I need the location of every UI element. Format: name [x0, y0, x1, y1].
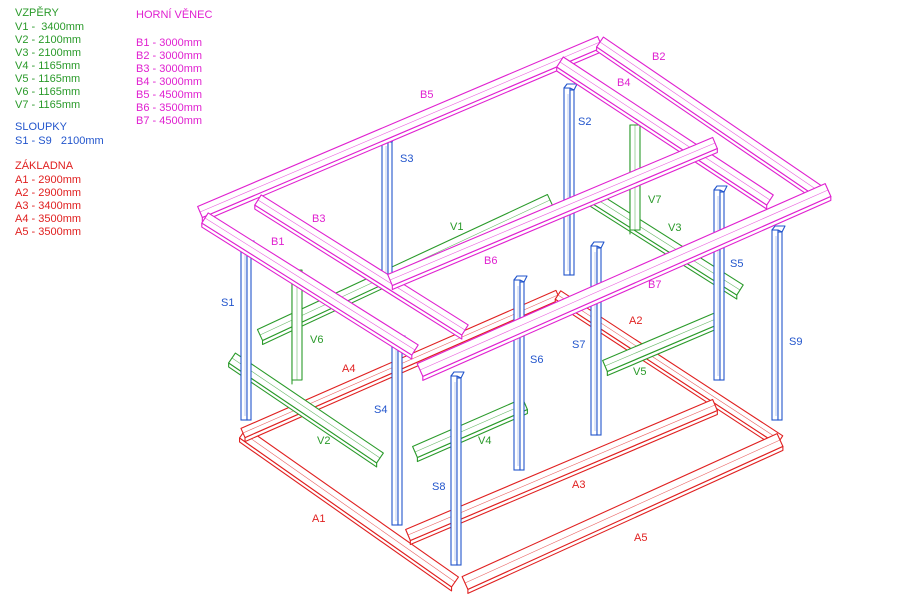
- label-s1: S1: [221, 297, 234, 309]
- brace-v2: [228, 352, 384, 468]
- legend-zakladna-item: A3 - 3400mm: [15, 200, 82, 212]
- top-beam-b1: [201, 212, 419, 360]
- label-a2: A2: [629, 315, 642, 327]
- label-a3: A3: [572, 479, 585, 491]
- label-v6: V6: [310, 334, 323, 346]
- legend-vzpery-item: V7 - 1165mm: [15, 99, 81, 111]
- label-v7: V7: [648, 194, 661, 206]
- legend-sloupky-title: SLOUPKY: [15, 121, 67, 133]
- legend-zakladna-item: A4 - 3500mm: [15, 213, 82, 225]
- legend-horni-venec-item: B3 - 3000mm: [136, 63, 203, 75]
- legend-vzpery-item: V5 - 1165mm: [15, 73, 81, 85]
- label-v5: V5: [633, 366, 646, 378]
- post-s1: [240, 240, 255, 421]
- base-beam-a5: [461, 433, 784, 594]
- label-s6: S6: [530, 354, 543, 366]
- legend-zakladna-item: A2 - 2900mm: [15, 187, 82, 199]
- label-s7: S7: [572, 339, 585, 351]
- top-beam-b5: [197, 35, 603, 223]
- label-b7: B7: [648, 279, 661, 291]
- legend-horni-venec-item: B7 - 4500mm: [136, 115, 203, 127]
- legend-horni-venec-item: B1 - 3000mm: [136, 37, 203, 49]
- legend-sloupky: SLOUPKY S1 - S9 2100mm: [15, 121, 104, 148]
- label-b5: B5: [420, 89, 433, 101]
- legend-horni-venec-item: B6 - 3500mm: [136, 102, 203, 114]
- label-a5: A5: [634, 532, 647, 544]
- legend-horni-venec-item: B4 - 3000mm: [136, 76, 203, 88]
- label-v3: V3: [668, 222, 681, 234]
- post-s9: [771, 225, 786, 421]
- label-s4: S4: [374, 404, 387, 416]
- label-s8: S8: [432, 481, 445, 493]
- posts-group: [240, 83, 786, 566]
- label-b1: B1: [271, 236, 284, 248]
- top-beam-b3: [254, 194, 469, 340]
- legend-horni-venec-title: HORNÍ VĚNEC: [136, 9, 213, 21]
- base-beam-a1: [238, 427, 460, 592]
- legend-zakladna-item: A1 - 2900mm: [15, 174, 82, 186]
- label-b3: B3: [312, 213, 325, 225]
- legend-horni-venec-item: B2 - 3000mm: [136, 50, 203, 62]
- label-b6: B6: [484, 255, 497, 267]
- label-a4: A4: [342, 363, 355, 375]
- label-v1: V1: [450, 221, 463, 233]
- label-v4: V4: [478, 435, 491, 447]
- legend-sloupky-item: S1 - S9 2100mm: [15, 135, 104, 147]
- legend-horni-venec-item: B5 - 4500mm: [136, 89, 203, 101]
- label-a1: A1: [312, 513, 325, 525]
- post-s7: [590, 241, 605, 436]
- post-s3: [381, 135, 396, 281]
- top-ring-group: [197, 35, 832, 381]
- label-s3: S3: [400, 153, 413, 165]
- post-s8: [450, 371, 465, 566]
- label-s5: S5: [730, 258, 743, 270]
- post-s6: [513, 275, 528, 471]
- label-b4: B4: [617, 77, 630, 89]
- label-b2: B2: [652, 51, 665, 63]
- legend-vzpery-title: VZPĚRY: [15, 7, 59, 19]
- legend-zakladna-title: ZÁKLADNA: [15, 160, 74, 172]
- base-beam-a3: [405, 398, 718, 546]
- label-v2: V2: [317, 435, 330, 447]
- brace-v4: [412, 397, 528, 463]
- legend-vzpery-item: V3 - 2100mm: [15, 47, 82, 59]
- base-beam-a2: [554, 290, 784, 449]
- legend-vzpery-item: V4 - 1165mm: [15, 60, 81, 72]
- legend-horni-venec: HORNÍ VĚNEC B1 - 3000mm B2 - 3000mm B3 -…: [136, 9, 212, 128]
- post-s5: [713, 185, 728, 381]
- legend-zakladna: ZÁKLADNA A1 - 2900mm A2 - 2900mm A3 - 34…: [15, 160, 81, 239]
- label-s2: S2: [578, 116, 591, 128]
- legend-zakladna-item: A5 - 3500mm: [15, 226, 82, 238]
- legend-vzpery: VZPĚRY V1 - 3400mm V2 - 2100mm V3 - 2100…: [15, 7, 84, 112]
- legend-vzpery-item: V2 - 2100mm: [15, 34, 82, 46]
- top-beam-b7: [416, 183, 832, 381]
- label-s9: S9: [789, 336, 802, 348]
- legend-vzpery-item: V1 - 3400mm: [15, 21, 85, 33]
- top-beam-b6: [387, 136, 718, 291]
- legend-vzpery-item: V6 - 1165mm: [15, 86, 81, 98]
- post-s2: [563, 83, 578, 276]
